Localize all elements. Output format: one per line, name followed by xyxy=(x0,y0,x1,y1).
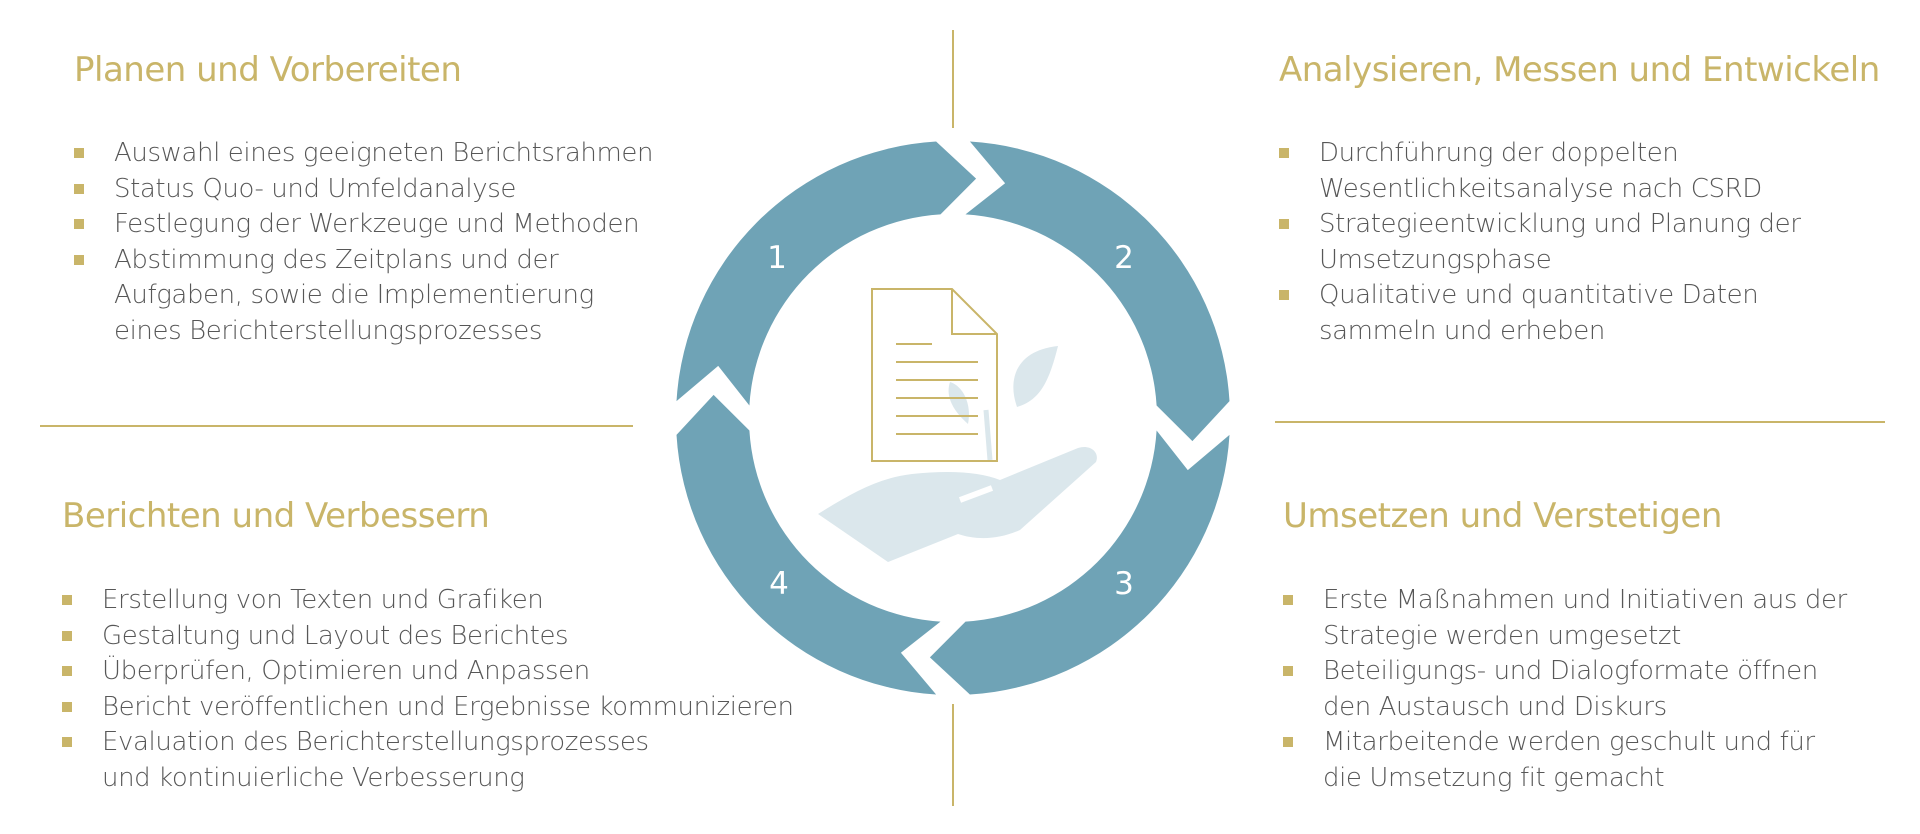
quadrant-title: Umsetzen und Verstetigen xyxy=(1283,496,1722,536)
list-item: Erstellung von Texten und Grafiken xyxy=(62,583,802,619)
bullet-icon xyxy=(1283,666,1293,676)
quadrant-title: Berichten und Verbessern xyxy=(62,496,490,536)
quadrant-plan: Planen und Vorbereiten Auswahl eines gee… xyxy=(74,50,674,349)
bullet-icon xyxy=(62,737,72,747)
step-number-2: 2 xyxy=(1114,240,1134,276)
list-item-text: Überprüfen, Optimieren und Anpassen xyxy=(102,656,590,686)
bullet-icon xyxy=(62,630,72,641)
bullet-icon xyxy=(1279,219,1289,229)
list-item-text: Status Quo- und Umfeldanalyse xyxy=(114,173,516,204)
hand-icon xyxy=(818,446,1097,562)
document-icon xyxy=(871,288,998,462)
leaf-icon xyxy=(948,346,1058,461)
cycle-arrow-segment-4 xyxy=(676,141,977,406)
list-item: Qualitative und quantitative Daten samme… xyxy=(1279,278,1789,349)
list-item-text: Evaluation des Berichterstellungsprozess… xyxy=(102,727,649,793)
bullet-icon xyxy=(74,148,84,158)
list-item: Mitarbeitende werden geschult und für di… xyxy=(1283,725,1853,796)
quadrant-implement: Umsetzen und Verstetigen Erste Maßnahmen… xyxy=(1283,496,1863,796)
list-item: Bericht veröffentlichen und Ergebnisse k… xyxy=(62,690,802,726)
list-item: Status Quo- und Umfeldanalyse xyxy=(74,172,674,208)
bullet-icon xyxy=(1279,148,1289,158)
list-item: Beteiligungs- und Dialogformate öffnen d… xyxy=(1283,654,1873,725)
cycle-arrow-segment-1 xyxy=(965,141,1230,442)
document-leaf-hand-icon xyxy=(818,288,1097,562)
list-item-text: Erste Maßnahmen und Initiativen aus der … xyxy=(1323,585,1847,651)
quadrant-list: Erstellung von Texten und Grafiken Gesta… xyxy=(62,583,802,796)
bullet-icon xyxy=(1283,595,1293,605)
list-item-text: Auswahl eines geeigneten Berichtsrahmen xyxy=(114,138,654,168)
list-item-text: Beteiligungs- und Dialogformate öffnen d… xyxy=(1323,656,1818,722)
list-item: Auswahl eines geeigneten Berichtsrahmen xyxy=(74,136,674,172)
quadrant-analyze: Analysieren, Messen und Entwickeln Durch… xyxy=(1279,50,1880,349)
quadrant-list: Erste Maßnahmen und Initiativen aus der … xyxy=(1283,583,1863,796)
list-item-text: Mitarbeitende werden geschult und für di… xyxy=(1323,727,1815,793)
bullet-icon xyxy=(74,183,84,194)
list-item: Evaluation des Berichterstellungsprozess… xyxy=(62,725,682,796)
list-item: Erste Maßnahmen und Initiativen aus der … xyxy=(1283,583,1893,654)
quadrant-list: Auswahl eines geeigneten Berichtsrahmen … xyxy=(74,136,674,349)
bullet-icon xyxy=(1283,737,1293,747)
cycle-arrow-segment-3 xyxy=(676,394,941,695)
list-item: Durchführung der doppelten Wesentlichkei… xyxy=(1279,136,1789,207)
list-item: Gestaltung und Layout des Berichtes xyxy=(62,619,802,655)
bullet-icon xyxy=(74,219,84,229)
list-item: Festlegung der Werkzeuge und Methoden xyxy=(74,207,674,243)
list-item-text: Abstimmung des Zeitplans und der Aufgabe… xyxy=(114,244,594,346)
step-number-4: 4 xyxy=(769,566,789,602)
step-number-1: 1 xyxy=(767,240,787,276)
bullet-icon xyxy=(62,666,72,676)
list-item: Abstimmung des Zeitplans und der Aufgabe… xyxy=(74,243,634,350)
list-item-text: Erstellung von Texten und Grafiken xyxy=(102,585,544,615)
bullet-icon xyxy=(1279,290,1289,300)
list-item-text: Strategieentwicklung und Planung der Ums… xyxy=(1319,209,1801,275)
list-item-text: Festlegung der Werkzeuge und Methoden xyxy=(114,209,640,239)
list-item-text: Gestaltung und Layout des Berichtes xyxy=(102,620,569,651)
quadrant-title: Analysieren, Messen und Entwickeln xyxy=(1279,50,1880,90)
list-item: Strategieentwicklung und Planung der Ums… xyxy=(1279,207,1859,278)
bullet-icon xyxy=(74,254,84,265)
list-item-text: Qualitative und quantitative Daten samme… xyxy=(1319,280,1759,346)
cycle-ring xyxy=(676,141,1230,695)
list-item: Überprüfen, Optimieren und Anpassen xyxy=(62,654,802,690)
cycle-arrow-segment-2 xyxy=(929,430,1230,695)
list-item-text: Durchführung der doppelten Wesentlichkei… xyxy=(1319,138,1762,204)
bullet-icon xyxy=(62,595,72,605)
quadrant-list: Durchführung der doppelten Wesentlichkei… xyxy=(1279,136,1839,349)
quadrant-report: Berichten und Verbessern Erstellung von … xyxy=(62,496,802,796)
step-number-3: 3 xyxy=(1114,566,1134,602)
quadrant-title: Planen und Vorbereiten xyxy=(74,50,462,90)
bullet-icon xyxy=(62,701,72,712)
list-item-text: Bericht veröffentlichen und Ergebnisse k… xyxy=(102,691,794,722)
